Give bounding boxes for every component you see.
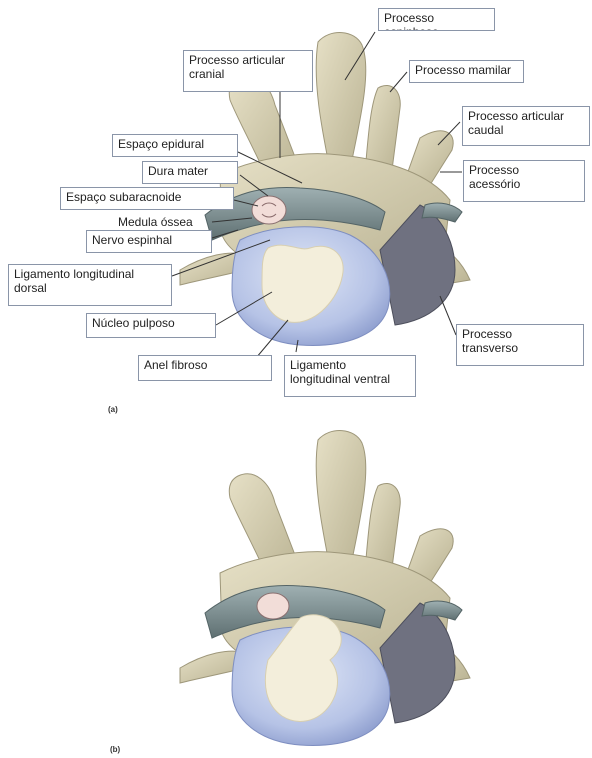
spinous-process-shape-a: [316, 33, 366, 170]
panel-letter-b: (b): [110, 745, 120, 754]
vertebra-illustration-b: [180, 431, 470, 746]
label-ligamento-longitudinal-ventral: Ligamento longitudinal ventral: [284, 355, 416, 397]
label-processo-transverso: Processo transverso: [456, 324, 584, 366]
label-processo-articular-cranial: Processo articular cranial: [183, 50, 313, 92]
label-anel-fibroso: Anel fibroso: [138, 355, 272, 381]
label-processo-espinhoso: Processo espinhoso: [378, 8, 495, 31]
label-processo-articular-caudal: Processo articular caudal: [462, 106, 590, 146]
label-nucleo-pulposo: Núcleo pulposo: [86, 313, 216, 338]
label-medula-ossea: Medula óssea: [118, 215, 193, 229]
label-dura-mater: Dura mater: [142, 161, 238, 184]
spinal-cord-shape-a: [252, 196, 286, 224]
label-espaco-subaracnoide: Espaço subaracnoide: [60, 187, 234, 210]
label-nervo-espinhal: Nervo espinhal: [86, 230, 212, 253]
panel-letter-a: (a): [108, 405, 118, 414]
label-espaco-epidural: Espaço epidural: [112, 134, 238, 157]
label-ligamento-longitudinal-dorsal: Ligamento longitudinal dorsal: [8, 264, 172, 306]
label-processo-acessorio: Processo acessório: [463, 160, 585, 202]
label-processo-mamilar: Processo mamilar: [409, 60, 524, 83]
